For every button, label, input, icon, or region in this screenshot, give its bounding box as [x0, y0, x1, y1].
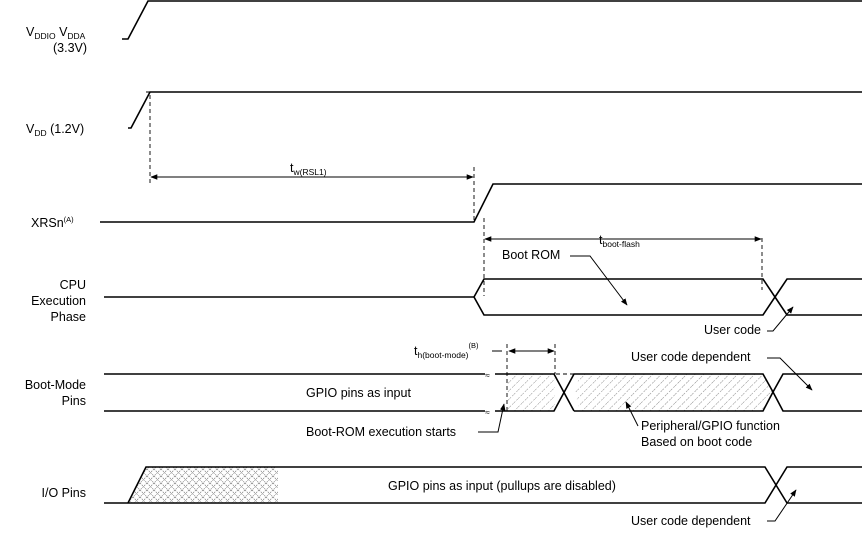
xrsn-label: XRSn(A): [31, 215, 74, 230]
user-code-dependent-text-1: User code dependent: [631, 350, 751, 364]
user-code-dependent-leader-1: [767, 357, 813, 391]
cpu-boot-rom-window: [473, 278, 776, 316]
break-mark-bottom: ≈: [485, 407, 490, 417]
boot-rom-start-leader: [478, 403, 506, 433]
svg-text:VDDIO VDDA: VDDIO VDDA: [26, 25, 86, 41]
svg-text:VDD (1.2V): VDD (1.2V): [26, 122, 84, 138]
svg-text:th(boot-mode)(B): th(boot-mode)(B): [414, 341, 479, 360]
boot-rom-text: Boot ROM: [502, 248, 560, 262]
boot-rom-start-text: Boot-ROM execution starts: [306, 425, 456, 439]
peripheral-gpio-text-1: Peripheral/GPIO function: [641, 419, 780, 433]
peripheral-gpio-text-2: Based on boot code: [641, 435, 752, 449]
cpu-user-code-window: [774, 278, 862, 316]
xrsn-waveform: [100, 183, 862, 223]
svg-text:Phase: Phase: [51, 310, 86, 324]
bootmode-waveform: [104, 373, 862, 412]
vddio-label: VDDIO VDDA (3.3V): [26, 25, 87, 55]
tw-rsl1-label: tw(RSL1): [290, 161, 327, 177]
vddio-waveform: [122, 0, 862, 40]
svg-text:tw(RSL1): tw(RSL1): [290, 161, 327, 177]
gpio-pullups-text: GPIO pins as input (pullups are disabled…: [388, 479, 616, 493]
bootmode-hatched-region-1: [507, 374, 555, 411]
peripheral-gpio-leader: [625, 401, 639, 427]
user-code-text: User code: [704, 323, 761, 337]
cpu-label: CPU Execution Phase: [31, 278, 86, 324]
user-code-leader: [767, 306, 794, 332]
svg-text:Boot-Mode: Boot-Mode: [25, 378, 86, 392]
user-code-dependent-text-2: User code dependent: [631, 514, 751, 528]
vddio-voltage: (3.3V): [53, 41, 87, 55]
vdd-label: VDD (1.2V): [26, 122, 84, 138]
svg-text:tboot-flash: tboot-flash: [599, 233, 640, 249]
svg-text:I/O Pins: I/O Pins: [42, 486, 86, 500]
bootmode-label: Boot-Mode Pins: [25, 378, 86, 408]
svg-text:Execution: Execution: [31, 294, 86, 308]
vdd-waveform: [128, 91, 862, 129]
tboot-flash-label: tboot-flash: [599, 233, 640, 249]
break-mark-top: ≈: [485, 370, 490, 380]
io-label: I/O Pins: [42, 486, 86, 500]
svg-text:CPU: CPU: [60, 278, 86, 292]
th-boot-mode-label: th(boot-mode)(B): [414, 341, 479, 360]
svg-text:XRSn(A): XRSn(A): [31, 215, 74, 230]
svg-text:Pins: Pins: [62, 394, 86, 408]
gpio-as-input-text: GPIO pins as input: [306, 386, 411, 400]
io-crosshatch-region: [128, 467, 278, 503]
bootmode-hatched-region-2: [575, 374, 774, 411]
boot-rom-leader: [570, 255, 628, 306]
user-code-dependent-leader-2: [767, 489, 797, 522]
